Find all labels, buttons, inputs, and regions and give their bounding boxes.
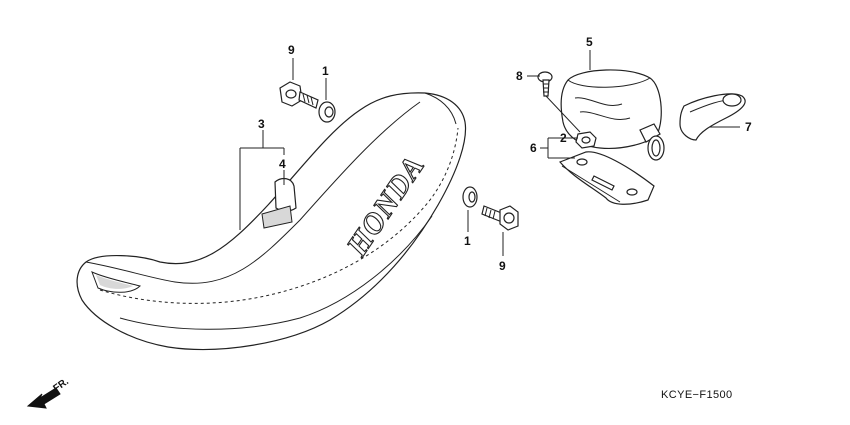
callout-9-bottom: 9 <box>499 259 506 273</box>
front-direction-arrow <box>26 387 61 409</box>
diagram-code: KCYE−F1500 <box>661 389 733 401</box>
callout-3: 3 <box>258 117 265 131</box>
callout-7: 7 <box>745 120 752 134</box>
rubber-strap <box>679 93 746 141</box>
bracket-plate <box>558 151 655 205</box>
leader-lines <box>239 50 740 256</box>
screw <box>537 71 553 97</box>
collar-top <box>318 101 336 123</box>
callout-4: 4 <box>279 157 286 171</box>
callout-2: 2 <box>560 131 567 145</box>
callout-8: 8 <box>516 69 523 83</box>
callout-1-bottom: 1 <box>464 234 471 248</box>
callout-9-top: 9 <box>288 43 295 57</box>
collar-middle <box>462 186 478 208</box>
nut <box>575 131 597 149</box>
callout-1-top: 1 <box>322 64 329 78</box>
bolt-middle <box>481 205 519 231</box>
callout-6: 6 <box>530 141 537 155</box>
bolt-top <box>279 81 319 109</box>
seat <box>76 92 467 351</box>
callout-5: 5 <box>586 35 593 49</box>
tool-bag <box>560 69 665 161</box>
